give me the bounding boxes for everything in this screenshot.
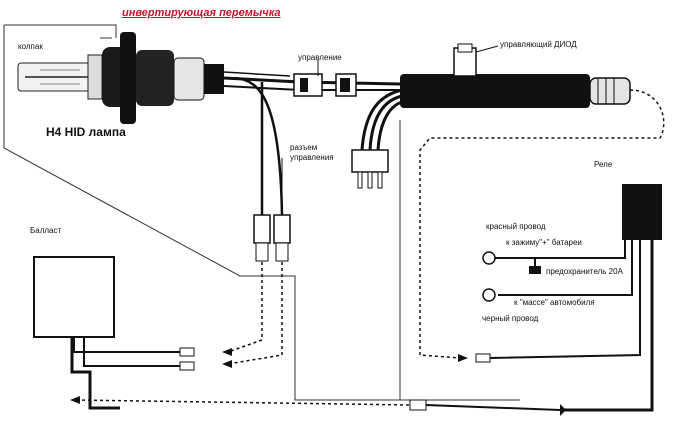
label-control-connector-1: разъем (290, 143, 318, 152)
fuse-20a (529, 258, 541, 274)
label-control-connector-2: управления (290, 153, 334, 162)
label-fuse: предохранитель 20А (546, 267, 623, 276)
h4-plug (351, 149, 389, 189)
control-connector (293, 73, 357, 97)
heat-shrink-tube (400, 74, 590, 108)
label-black-wire: черный провод (482, 314, 539, 323)
hid-lamp (17, 32, 224, 124)
control-diode (453, 43, 499, 77)
label-control: управление (298, 53, 342, 62)
enclosure-outline-top (4, 24, 117, 38)
label-to-battery: к зажиму"+" батареи (506, 238, 582, 247)
enclosure-outline (3, 25, 520, 401)
label-control-diode: управляющий ДИОД (500, 40, 577, 49)
ballast-connectors (253, 214, 291, 262)
title-inverting-jumper: инвертирующая перемычка (122, 7, 281, 19)
label-ballast: Балласт (30, 226, 62, 235)
label-to-ground: к "массе" автомобиля (514, 298, 595, 307)
label-relay: Реле (594, 160, 613, 169)
relay-box (622, 184, 662, 240)
ballast-box (33, 256, 115, 338)
battery-terminal (482, 251, 496, 265)
label-cap: колпак (18, 42, 43, 51)
label-red-wire: красный провод (486, 222, 546, 231)
label-lamp: H4 HID лампа (46, 125, 126, 139)
